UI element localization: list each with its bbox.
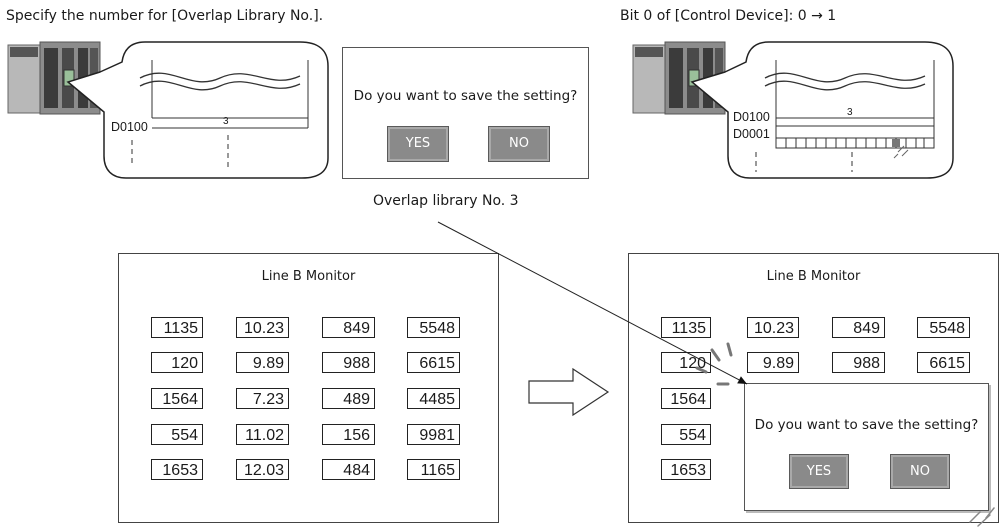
table-cell: 554 — [661, 424, 711, 445]
plc-right-device1: D0100 — [733, 110, 770, 124]
table-cell: 10.23 — [236, 317, 289, 338]
right-caption: Bit 0 of [Control Device]: 0 → 1 — [620, 8, 837, 24]
overlap-dialog: Do you want to save the setting? YES NO — [744, 383, 989, 511]
monitor-title: Line B Monitor — [766, 269, 861, 284]
table-cell: 1135 — [661, 317, 711, 338]
table-cell: 554 — [151, 424, 203, 445]
left-caption: Specify the number for [Overlap Library … — [6, 8, 324, 24]
plc-right-illustration — [632, 41, 954, 179]
plc-right-device2: D0001 — [733, 127, 770, 141]
table-cell: 484 — [322, 459, 375, 480]
right-arrow-icon — [528, 367, 610, 417]
table-cell: 9981 — [407, 424, 460, 445]
table-cell: 489 — [322, 388, 375, 409]
yes-button[interactable]: YES — [789, 454, 849, 489]
table-cell: 5548 — [407, 317, 460, 338]
table-cell: 7.23 — [236, 388, 289, 409]
table-cell: 11.02 — [236, 424, 289, 445]
plc-left-illustration — [7, 41, 329, 179]
table-cell: 6615 — [917, 352, 970, 373]
dialog-message: Do you want to save the setting? — [754, 417, 979, 433]
table-cell: 1653 — [661, 459, 711, 480]
plc-right-value: 3 — [847, 107, 853, 118]
table-cell: 9.89 — [747, 352, 799, 373]
table-cell: 156 — [322, 424, 375, 445]
table-cell: 4485 — [407, 388, 460, 409]
plc-left-device: D0100 — [111, 120, 148, 134]
table-cell: 5548 — [917, 317, 970, 338]
table-cell: 1135 — [151, 317, 203, 338]
table-cell: 12.03 — [236, 459, 289, 480]
no-button[interactable]: NO — [890, 454, 950, 489]
table-cell: 849 — [322, 317, 375, 338]
table-cell: 988 — [322, 352, 375, 373]
table-cell: 1165 — [407, 459, 460, 480]
table-cell: 1564 — [661, 388, 711, 409]
table-cell: 1653 — [151, 459, 203, 480]
table-cell: 849 — [832, 317, 885, 338]
table-cell: 988 — [832, 352, 885, 373]
monitor-title: Line B Monitor — [261, 269, 356, 284]
table-cell: 10.23 — [747, 317, 799, 338]
overlap-caption: Overlap library No. 3 — [373, 193, 519, 209]
table-cell: 1564 — [151, 388, 203, 409]
table-cell: 9.89 — [236, 352, 289, 373]
overlap-dialog-preview: Do you want to save the setting? YES NO — [342, 47, 589, 179]
dialog-message: Do you want to save the setting? — [353, 88, 578, 104]
plc-left-value: 3 — [223, 116, 229, 127]
table-cell: 120 — [151, 352, 203, 373]
table-cell: 6615 — [407, 352, 460, 373]
no-button[interactable]: NO — [488, 126, 550, 162]
yes-button[interactable]: YES — [387, 126, 449, 162]
